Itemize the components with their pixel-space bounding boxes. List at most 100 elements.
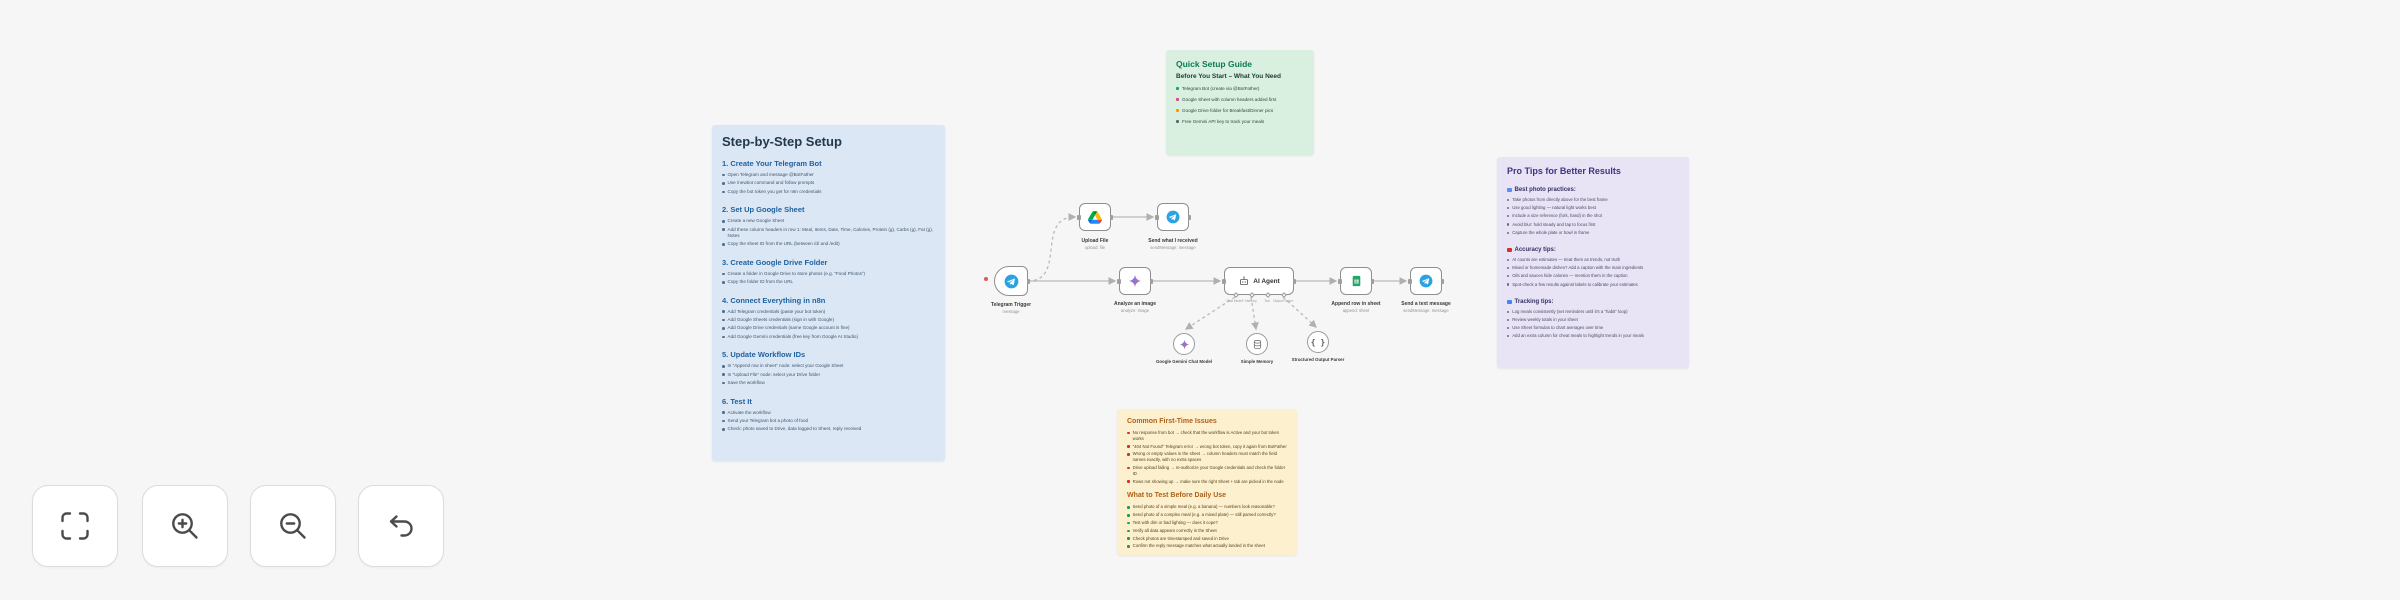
- warning-icon: [1127, 445, 1130, 448]
- bullet-list: Send photo of a simple meal (e.g. a bana…: [1127, 504, 1287, 549]
- bullet-item: Log meals consistently (set reminders un…: [1507, 309, 1679, 315]
- trigger-issue-indicator: [984, 277, 988, 281]
- node-ai-agent[interactable]: AI Agent: [1222, 267, 1296, 298]
- telegram-icon: [1166, 210, 1180, 224]
- node-gemini-chat-model[interactable]: [1173, 333, 1195, 355]
- section-heading: 5. Update Workflow IDs: [722, 350, 806, 360]
- zoom-to-fit-icon: [61, 512, 89, 540]
- section-heading: Accuracy tips:: [1507, 247, 1679, 253]
- google-drive-icon: [1088, 210, 1102, 224]
- bullet-marker: [722, 228, 725, 231]
- bullet-item: No response from bot → check that the wo…: [1127, 430, 1287, 442]
- bullet-item: AI counts are estimates — treat them as …: [1507, 257, 1679, 263]
- sticky-title: What to Test Before Daily Use: [1127, 492, 1227, 500]
- sticky-title: Step-by-Step Setup: [722, 134, 842, 149]
- node-telegram-send-confirm[interactable]: [1408, 267, 1444, 295]
- google-sheets-icon: [1352, 275, 1360, 287]
- node-google-drive-upload[interactable]: [1077, 203, 1113, 231]
- section-heading: Tracking tips:: [1507, 299, 1679, 305]
- chart-icon: [1507, 299, 1512, 305]
- bullet-list: Add Telegram credentials (paste your bot…: [722, 309, 935, 341]
- node-title: AI Agent: [1253, 277, 1280, 285]
- bullet-item: Send photo of a simple meal (e.g. a bana…: [1127, 504, 1287, 510]
- bullet-item: Mixed or homemade dishes? Add a caption …: [1507, 265, 1679, 271]
- bullet-marker: [1176, 98, 1179, 102]
- bullet-item: Add Google Gemini credentials (free key …: [722, 334, 935, 340]
- section-heading: 3. Create Google Drive Folder: [722, 257, 828, 267]
- bullet-item: Open Telegram and message @BotFather: [722, 172, 935, 178]
- bullet-item: Confirm the reply message matches what a…: [1127, 543, 1287, 549]
- bullet-marker: [1507, 215, 1510, 218]
- sticky-note-quick-guide[interactable]: Quick Setup Guide Before You Start – Wha…: [1166, 50, 1314, 155]
- node-gemini-analyze[interactable]: [1117, 267, 1153, 295]
- bullet-marker: [1507, 318, 1510, 322]
- robot-icon: [1240, 276, 1249, 285]
- check-icon: [1127, 521, 1130, 525]
- sticky-note-setup[interactable]: Step-by-Step Setup 1. Create Your Telegr…: [712, 125, 945, 461]
- undo-button[interactable]: [358, 485, 444, 567]
- bullet-item: Wrong or empty values in the sheet → col…: [1127, 451, 1287, 463]
- bullet-marker: [722, 318, 725, 322]
- zoom-in-button[interactable]: [142, 485, 228, 567]
- check-icon: [1127, 513, 1130, 517]
- bullet-item: Google Sheet with column headers added f…: [1176, 97, 1304, 102]
- bullet-item: Check: photo saved to Drive, data logged…: [722, 426, 935, 432]
- bullet-marker: [1507, 335, 1510, 338]
- bullet-item: In "Upload File" node: select your Drive…: [722, 372, 935, 378]
- node-telegram-send-received[interactable]: [1155, 203, 1191, 231]
- node-simple-memory[interactable]: [1246, 333, 1268, 355]
- node-structured-output-parser[interactable]: { }: [1307, 331, 1329, 353]
- bullet-item: Check photos are timestamped and saved i…: [1127, 536, 1287, 542]
- bullet-marker: [1507, 310, 1510, 313]
- bullet-marker: [722, 173, 725, 177]
- bullet-list: Create a folder in Google Drive to store…: [722, 271, 935, 286]
- bullet-marker: [1507, 275, 1510, 278]
- bullet-marker: [722, 335, 725, 339]
- port-label: Output Parser: [1273, 299, 1293, 303]
- bullet-item: Telegram Bot (create via @BotFather): [1176, 86, 1304, 91]
- bullet-marker: [722, 365, 725, 368]
- section-heading: 2. Set Up Google Sheet: [722, 205, 805, 215]
- bullet-marker: [722, 419, 725, 423]
- node-label: Structured Output Parser: [1291, 357, 1345, 362]
- bullet-list: Telegram Bot (create via @BotFather) Goog…: [1176, 86, 1304, 124]
- check-icon: [1127, 506, 1130, 509]
- bullet-item: Add Telegram credentials (paste your bot…: [722, 309, 935, 315]
- node-label: Send a text message sendMessage: message: [1401, 301, 1451, 313]
- warning-icon: [1127, 453, 1130, 456]
- bullet-list: AI counts are estimates — treat them as …: [1507, 257, 1679, 288]
- bullet-marker: [722, 310, 725, 313]
- zoom-out-icon: [280, 513, 306, 539]
- section-heading: 4. Connect Everything in n8n: [722, 295, 826, 305]
- bullet-item: Create a folder in Google Drive to store…: [722, 271, 935, 277]
- bullet-marker: [722, 428, 725, 431]
- bullet-item: Send your Telegram bot a photo of food: [722, 418, 935, 424]
- node-label: Analyze an image analyze: image: [1114, 301, 1156, 313]
- node-google-sheets-append[interactable]: [1338, 267, 1374, 295]
- bullet-item: Use good lighting — natural light works …: [1507, 205, 1679, 211]
- bullet-item: Add Google Drive credentials (same Googl…: [722, 325, 935, 331]
- telegram-icon: [1004, 274, 1018, 288]
- bullet-item: Add Google Sheets credentials (sign in w…: [722, 317, 935, 323]
- database-icon: [1253, 339, 1261, 349]
- node-telegram-trigger[interactable]: [994, 266, 1030, 296]
- warning-icon: [1127, 466, 1130, 470]
- sticky-note-troubleshooting[interactable]: Common First-Time Issues No response fro…: [1117, 409, 1297, 555]
- sticky-title: Common First-Time Issues: [1127, 418, 1217, 425]
- bullet-marker: [722, 411, 725, 414]
- port-label: Memory: [1245, 299, 1257, 303]
- sticky-note-pro-tips[interactable]: Pro Tips for Better Results Best photo p…: [1497, 157, 1689, 368]
- bullet-item: Send photo of a complex meal (e.g. a mix…: [1127, 512, 1287, 518]
- zoom-to-fit-button[interactable]: [32, 485, 118, 567]
- bullet-item: Use /newbot command and follow prompts: [722, 180, 935, 186]
- zoom-out-button[interactable]: [250, 485, 336, 567]
- bullet-list: In "Append row in sheet" node: select yo…: [722, 363, 935, 386]
- bullet-item: Drive upload failing → re-authorize your…: [1127, 465, 1287, 477]
- target-icon: [1507, 247, 1512, 253]
- bullet-list: Take photos from directly above for the …: [1507, 197, 1679, 236]
- sticky-title: Quick Setup Guide: [1176, 59, 1253, 69]
